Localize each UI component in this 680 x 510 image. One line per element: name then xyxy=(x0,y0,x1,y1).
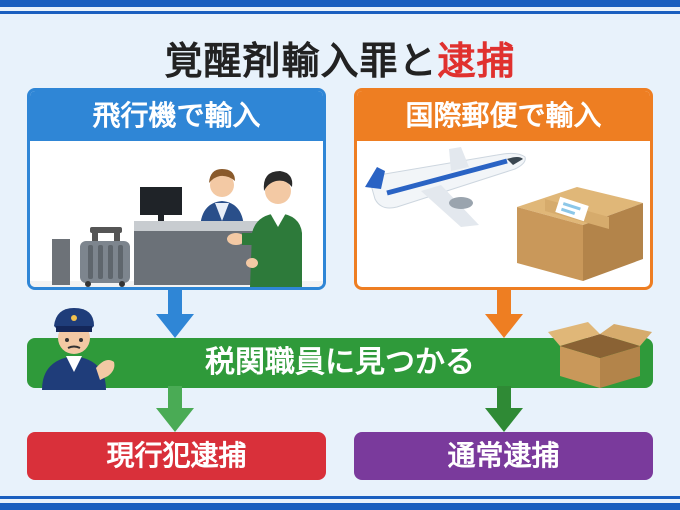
title-prefix: 覚醒剤輸入罪と xyxy=(164,39,438,83)
ordinary-arrest-box: 通常逮捕 xyxy=(354,432,653,480)
mail-import-illustration xyxy=(365,147,643,281)
traveler-icon xyxy=(227,171,302,287)
bottom-border-thin xyxy=(0,496,680,499)
suitcase-icon xyxy=(80,227,130,287)
flagrant-arrest-box: 現行犯逮捕 xyxy=(27,432,326,480)
page-title: 覚醒剤輸入罪と逮捕 xyxy=(0,30,680,85)
mail-route-label: 国際郵便で輸入 xyxy=(357,91,650,141)
customs-detection-band: 税関職員に見つかる xyxy=(27,338,653,388)
bottom-border-thick xyxy=(0,503,680,510)
title-highlight: 逮捕 xyxy=(437,39,516,83)
airplane-icon xyxy=(365,147,526,227)
detection-label: 税関職員に見つかる xyxy=(205,345,475,380)
down-arrow-right-bottom xyxy=(485,386,523,432)
airport-customs-illustration xyxy=(30,169,323,287)
parcel-box-icon xyxy=(517,187,643,281)
ordinary-arrest-label: 通常逮捕 xyxy=(447,439,560,472)
monitor-icon xyxy=(140,187,182,223)
top-border-thin xyxy=(0,11,680,14)
airplane-route-panel: 飛行機で輸入 xyxy=(27,88,326,290)
flagrant-arrest-label: 現行犯逮捕 xyxy=(106,439,247,472)
customs-officer-icon xyxy=(42,308,115,390)
down-arrow-right-top xyxy=(485,290,523,338)
down-arrow-left-top xyxy=(156,290,194,338)
airplane-route-label: 飛行機で輸入 xyxy=(30,91,323,141)
mail-route-panel: 国際郵便で輸入 xyxy=(354,88,653,290)
open-box-icon xyxy=(548,322,652,388)
top-border-thick xyxy=(0,0,680,7)
down-arrow-left-bottom xyxy=(156,386,194,432)
